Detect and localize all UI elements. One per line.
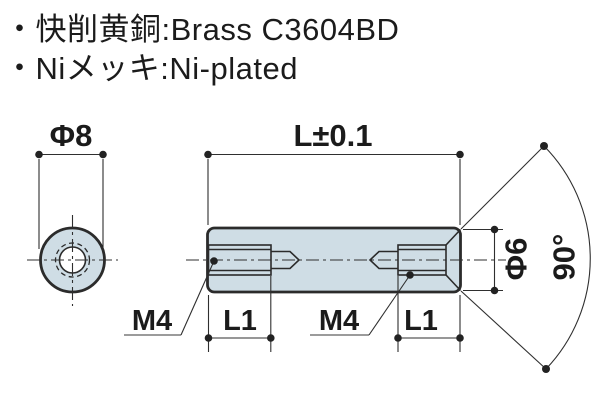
dimension-dot bbox=[540, 142, 548, 150]
thread-left-major-profile bbox=[207, 244, 272, 276]
dimension-chamfer-angle: 90° bbox=[460, 142, 591, 373]
material-note-plating: ・Niメッキ:Ni-plated bbox=[4, 51, 298, 86]
dimension-dot bbox=[490, 225, 499, 234]
thread-right-leader bbox=[368, 274, 411, 336]
dimension-dot bbox=[394, 334, 402, 342]
callout-thread-left: M4 bbox=[124, 257, 218, 337]
dimension-phi8: Φ8 bbox=[35, 118, 107, 249]
dimension-dot bbox=[35, 150, 43, 159]
dimension-dot bbox=[204, 150, 212, 159]
dimension-dot bbox=[490, 286, 499, 295]
end-view bbox=[27, 215, 118, 306]
depth-right-label: L1 bbox=[404, 305, 438, 337]
thread-left-label: M4 bbox=[132, 305, 172, 337]
dimension-dot bbox=[267, 334, 275, 342]
dimension-phi6: Φ6 bbox=[463, 225, 534, 295]
dimension-length: L±0.1 bbox=[204, 118, 464, 225]
leader-dot bbox=[210, 257, 218, 265]
thread-left-drill-point bbox=[271, 250, 301, 270]
dimension-depth-left: L1 bbox=[204, 276, 275, 352]
depth-left-label: L1 bbox=[223, 305, 257, 337]
chamfer-edge-top bbox=[445, 228, 462, 246]
dimension-dot bbox=[204, 334, 213, 342]
material-notes: ・快削黄銅:Brass C3604BD ・Niメッキ:Ni-plated bbox=[4, 12, 399, 86]
chamfer-angle-label: 90° bbox=[547, 234, 582, 281]
chamfer-angle-arc bbox=[543, 145, 591, 370]
side-view bbox=[186, 226, 506, 294]
phi6-label: Φ6 bbox=[499, 238, 534, 281]
phi8-label: Φ8 bbox=[50, 118, 93, 153]
chamfer-angle-line-top bbox=[460, 145, 545, 230]
thread-right-major-profile bbox=[397, 244, 447, 276]
dimension-dot bbox=[99, 150, 107, 159]
dimension-dot bbox=[456, 150, 464, 159]
dimension-dot bbox=[456, 334, 464, 342]
callout-thread-right: M4 bbox=[310, 271, 414, 337]
thread-right bbox=[368, 228, 462, 292]
dimension-depth-right: L1 bbox=[394, 276, 464, 352]
leader-dot bbox=[406, 271, 414, 279]
thread-right-drill-point bbox=[368, 250, 398, 270]
length-label: L±0.1 bbox=[293, 118, 372, 153]
chamfer-angle-line-bottom bbox=[460, 290, 547, 370]
chamfer-edge-bottom bbox=[445, 274, 462, 292]
thread-right-label: M4 bbox=[319, 305, 359, 337]
thread-left bbox=[207, 244, 301, 276]
material-note-brass: ・快削黄銅:Brass C3604BD bbox=[4, 12, 399, 47]
thread-left-leader bbox=[180, 260, 215, 336]
dimension-dot bbox=[542, 365, 550, 373]
